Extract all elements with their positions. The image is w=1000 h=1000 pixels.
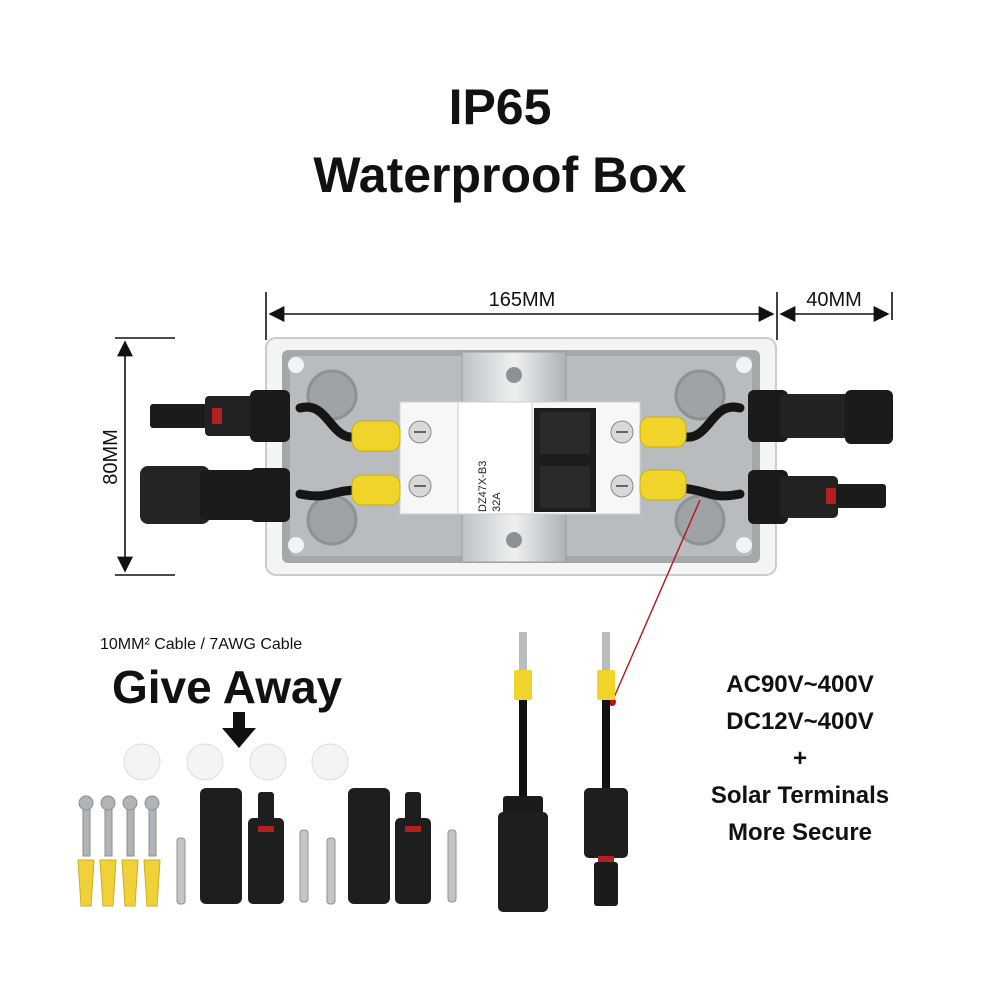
spec-solar-terminals: Solar Terminals <box>710 782 890 809</box>
accessory-kit <box>77 743 457 907</box>
right-connectors <box>748 390 893 524</box>
dimension-lines <box>115 292 893 576</box>
title-waterproof-box: Waterproof Box <box>313 147 687 203</box>
down-arrow-icon <box>222 712 256 748</box>
breaker-model-label: DZ47X-B3 <box>477 461 489 512</box>
spec-more-secure: More Secure <box>727 819 873 846</box>
internal-wires <box>295 402 745 506</box>
spec-dc-voltage: DC12V~400V <box>726 708 874 735</box>
spec-ac-voltage: AC90V~400V <box>726 671 874 698</box>
pointer-line <box>611 499 701 703</box>
circuit-breaker: DZ47X-B3 32A <box>399 401 641 515</box>
specs-block: AC90V~400V DC12V~400V + Solar Terminals … <box>685 666 915 851</box>
dimension-height-label: 80MM <box>100 429 122 485</box>
dimension-width-label: 165MM <box>489 289 556 311</box>
cable-caption: 10MM² Cable / 7AWG Cable <box>100 636 303 653</box>
cable-assemblies <box>498 632 628 912</box>
dimension-depth-label: 40MM <box>806 289 862 311</box>
title-ip65: IP65 <box>448 79 552 135</box>
giveaway-heading: Give Away <box>112 661 343 713</box>
spec-plus: + <box>792 745 807 772</box>
breaker-rating-label: 32A <box>491 492 503 512</box>
left-connectors <box>140 390 290 524</box>
